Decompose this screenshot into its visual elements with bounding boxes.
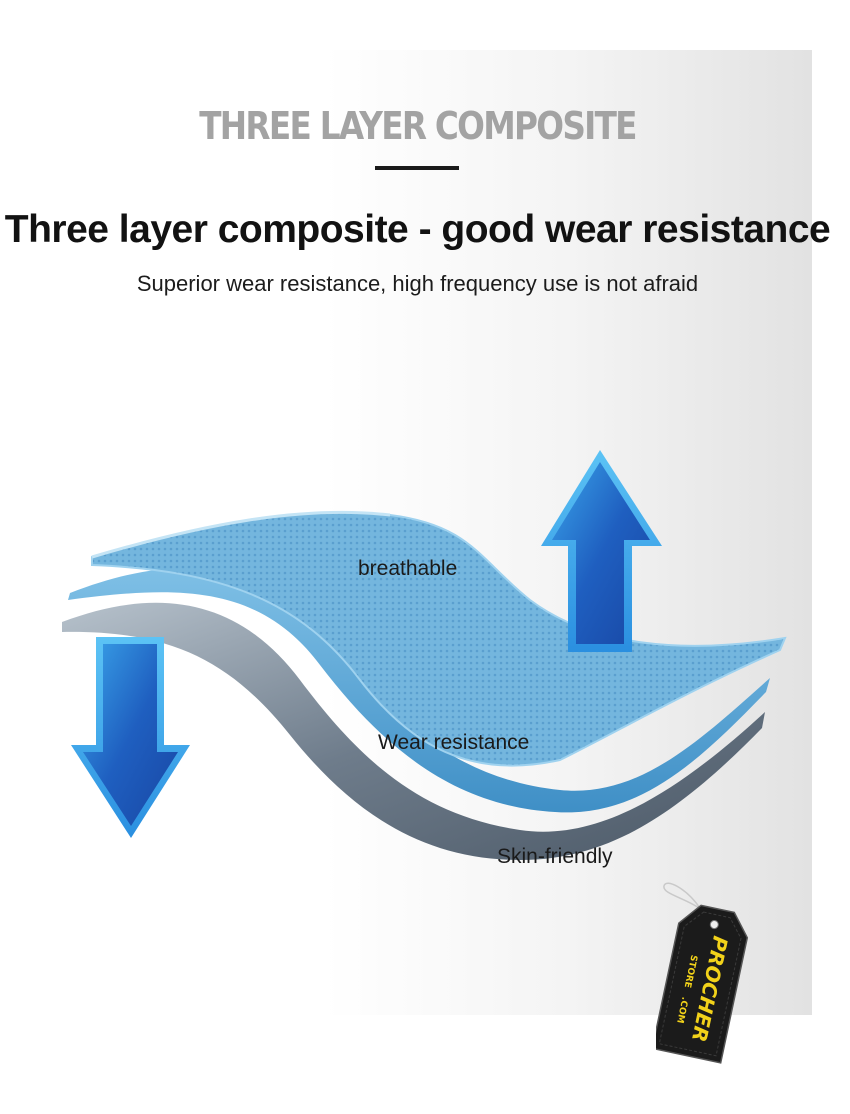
main-heading: Three layer composite - good wear resist…: [4, 208, 831, 251]
label-breathable: breathable: [358, 557, 458, 580]
label-skin-friendly: Skin-friendly: [497, 845, 613, 868]
title-underline: [375, 166, 459, 170]
sub-heading: Superior wear resistance, high frequency…: [136, 271, 699, 296]
section-title: THREE LAYER COMPOSITE: [199, 104, 637, 148]
brand-logo-tag: PROCHER STORE .COM: [656, 882, 749, 1064]
layer-skin-friendly: [62, 602, 765, 860]
arrow-up-icon: [541, 450, 662, 652]
label-wear-resistance: Wear resistance: [378, 731, 530, 754]
arrow-down-icon: [71, 637, 190, 838]
layer-wear-resistance: [68, 567, 770, 813]
